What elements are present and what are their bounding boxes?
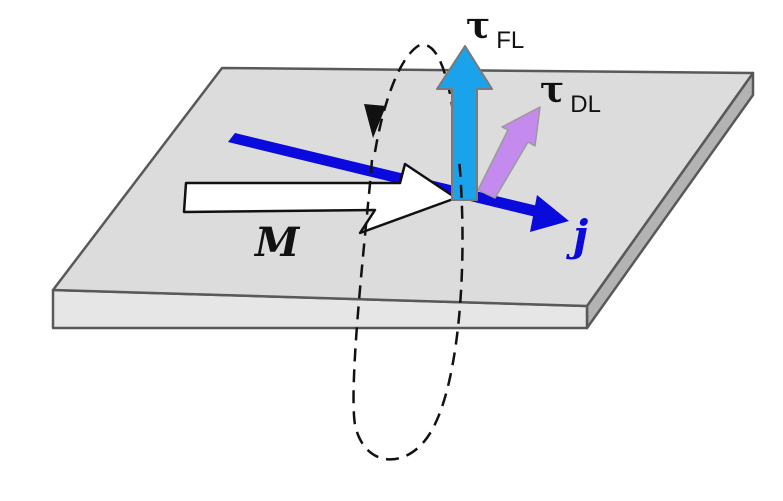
damping-like-torque-arrow bbox=[477, 106, 541, 199]
magnetization-arrow bbox=[182, 162, 458, 235]
damping-like-torque-label: τ DL bbox=[540, 69, 601, 118]
field-like-torque-subscript: FL bbox=[496, 27, 524, 54]
field-like-torque-arrow bbox=[436, 45, 493, 201]
field-like-torque-symbol: τ bbox=[466, 5, 490, 47]
precession-loop-front bbox=[352, 157, 464, 461]
damping-like-torque-symbol: τ bbox=[540, 69, 564, 111]
damping-like-torque-subscript: DL bbox=[570, 91, 601, 118]
magnetization-label: M bbox=[253, 219, 301, 266]
precession-arrowhead-icon bbox=[364, 104, 386, 138]
precession-loop-back bbox=[373, 43, 459, 153]
field-like-torque-label: τ FL bbox=[466, 5, 524, 54]
